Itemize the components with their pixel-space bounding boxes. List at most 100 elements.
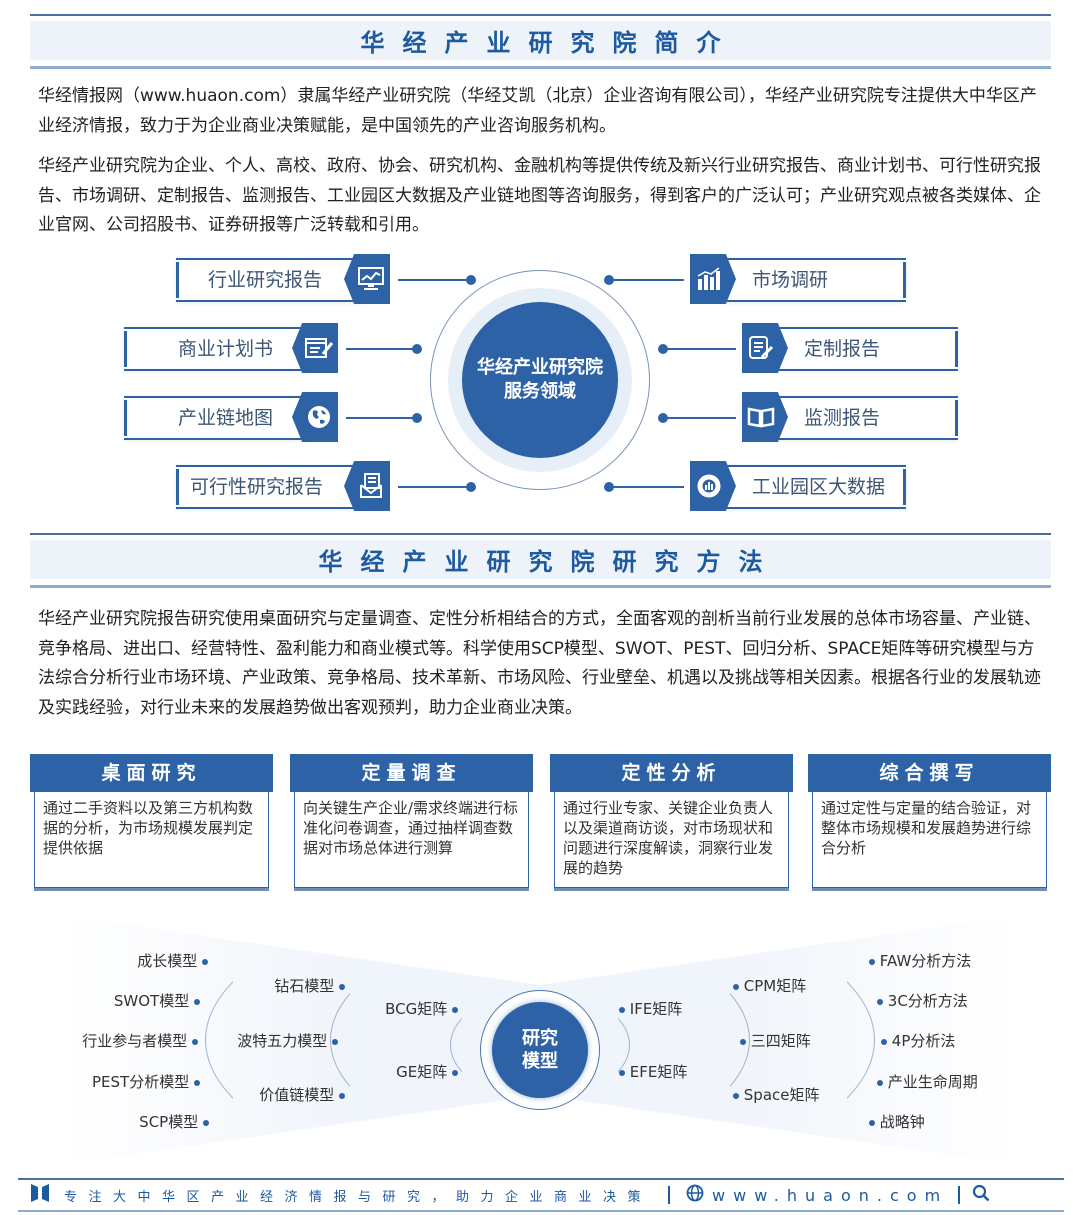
model-item: Space矩阵 [733,1084,820,1105]
card-text: 通过行业专家、关键企业负责人以及渠道商访谈，对市场现状和问题进行深度解读，洞察行… [554,792,789,888]
service-item-industrial-park-data[interactable]: 工业园区大数据 [690,461,906,511]
model-item: 三四矩阵 [740,1030,811,1051]
method-card-desk-research: 桌面研究 通过二手资料以及第三方机构数据的分析，为市场规模发展判定提供依据 [30,754,273,892]
donut-chart-icon [690,461,736,511]
footer-separator [668,1186,671,1204]
connector-dot [466,275,476,285]
service-item-business-plan[interactable]: 商业计划书 [124,323,338,373]
card-text: 通过二手资料以及第三方机构数据的分析，为市场规模发展判定提供依据 [34,792,269,888]
methods-paragraph: 华经产业研究院报告研究使用桌面研究与定量调查、定性分析相结合的方式，全面客观的剖… [38,609,1041,718]
service-label: 市场调研 [752,269,829,291]
connector-line [398,279,468,281]
divider [30,533,1051,535]
methods-title: 华经产业研究院研究方法 [318,548,781,576]
model-item: 钻石模型 [274,975,345,996]
methods-section-header: 华经产业研究院研究方法 [30,533,1051,588]
service-item-monitoring-report[interactable]: 监测报告 [742,392,958,442]
models-center: 研究 模型 [492,1002,588,1098]
globe-icon [292,392,338,442]
monitor-chart-icon [344,254,390,304]
open-book-icon [742,392,788,442]
model-item: 4P分析法 [881,1030,955,1051]
card-text: 向关键生产企业/需求终端进行标准化问卷调查，通过抽样调查数据对市场总体进行测算 [294,792,529,888]
service-label: 定制报告 [804,338,881,360]
services-center-line1: 华经产业研究院 [477,357,603,378]
method-card-qualitative-analysis: 定性分析 通过行业专家、关键企业负责人以及渠道商访谈，对市场现状和问题进行深度解… [550,754,793,892]
edit-document-icon [742,323,788,373]
footer-separator [958,1186,961,1204]
service-item-custom-report[interactable]: 定制报告 [742,323,958,373]
connector-dot [412,413,422,423]
divider [30,66,1051,69]
card-title: 定量调查 [290,754,533,792]
connector-line [610,279,684,281]
search-icon[interactable] [972,1184,990,1206]
model-item: 价值链模型 [259,1084,345,1105]
models-center-line1: 研究 [522,1028,558,1049]
model-item: FAW分析方法 [869,950,971,971]
footer-divider [18,1178,1064,1180]
service-item-feasibility-report[interactable]: 可行性研究报告 [176,461,390,511]
card-title: 桌面研究 [30,754,273,792]
services-center: 华经产业研究院 服务领域 [462,302,618,458]
intro-paragraph-2: 华经产业研究院为企业、个人、高校、政府、协会、研究机构、金融机构等提供传统及新兴… [38,156,1041,235]
model-item: EFE矩阵 [619,1061,687,1082]
logo-icon [30,1183,50,1207]
connector-dot [604,275,614,285]
intro-title: 华经产业研究院简介 [360,29,739,57]
connector-line [346,417,416,419]
model-item: 战略钟 [869,1111,925,1132]
connector-dot [658,413,668,423]
service-label: 可行性研究报告 [190,476,324,498]
service-label: 工业园区大数据 [752,476,886,498]
services-center-line2: 服务领域 [504,381,576,402]
service-label: 商业计划书 [178,338,274,360]
divider [30,585,1051,588]
card-text: 通过定性与定量的结合验证，对整体市场规模和发展趋势进行综合分析 [812,792,1047,888]
model-item: SCP模型 [139,1111,209,1132]
service-item-market-research[interactable]: 市场调研 [690,254,906,304]
document-pen-icon [292,323,338,373]
intro-paragraph-1: 华经情报网（www.huaon.com）隶属华经产业研究院（华经艾凯（北京）企业… [38,86,1037,136]
model-item: 行业参与者模型 [82,1030,198,1051]
connector-line [346,348,416,350]
model-item: PEST分析模型 [92,1071,200,1092]
divider [30,14,1051,16]
connector-line [610,486,684,488]
connector-dot [412,344,422,354]
envelope-doc-icon [344,461,390,511]
model-item: CPM矩阵 [733,975,806,996]
method-card-quantitative-survey: 定量调查 向关键生产企业/需求终端进行标准化问卷调查，通过抽样调查数据对市场总体… [290,754,533,892]
method-card-comprehensive-writing: 综合撰写 通过定性与定量的结合验证，对整体市场规模和发展趋势进行综合分析 [808,754,1051,892]
connector-dot [604,482,614,492]
footer-divider [18,1210,1064,1212]
footer: 专注大中华区产业经济情报与研究，助力企业商业决策 www.huaon.com [30,1182,990,1208]
model-item: 成长模型 [137,950,208,971]
connector-line [664,348,736,350]
connector-dot [466,482,476,492]
connector-line [664,417,736,419]
model-item: BCG矩阵 [385,998,458,1019]
service-label: 行业研究报告 [208,269,323,291]
model-item: GE矩阵 [396,1061,458,1082]
model-item: SWOT模型 [114,990,200,1011]
service-label: 产业链地图 [178,407,274,429]
service-label: 监测报告 [804,407,881,429]
globe-icon [686,1184,704,1206]
footer-url-link[interactable]: www.huaon.com [712,1185,949,1205]
model-item: 波特五力模型 [237,1030,338,1051]
center-ring [430,270,650,490]
card-title: 综合撰写 [808,754,1051,792]
footer-slogan: 专注大中华区产业经济情报与研究，助力企业商业决策 [64,1189,653,1205]
models-center-line2: 模型 [522,1051,558,1072]
model-item: 3C分析方法 [877,990,968,1011]
intro-section-header: 华经产业研究院简介 [30,14,1051,69]
bar-chart-icon [690,254,736,304]
card-title: 定性分析 [550,754,793,792]
service-item-industry-chain-map[interactable]: 产业链地图 [124,392,338,442]
model-item: 产业生命周期 [877,1071,978,1092]
connector-line [398,486,468,488]
connector-dot [658,344,668,354]
model-item: IFE矩阵 [619,998,682,1019]
service-item-industry-report[interactable]: 行业研究报告 [176,254,390,304]
